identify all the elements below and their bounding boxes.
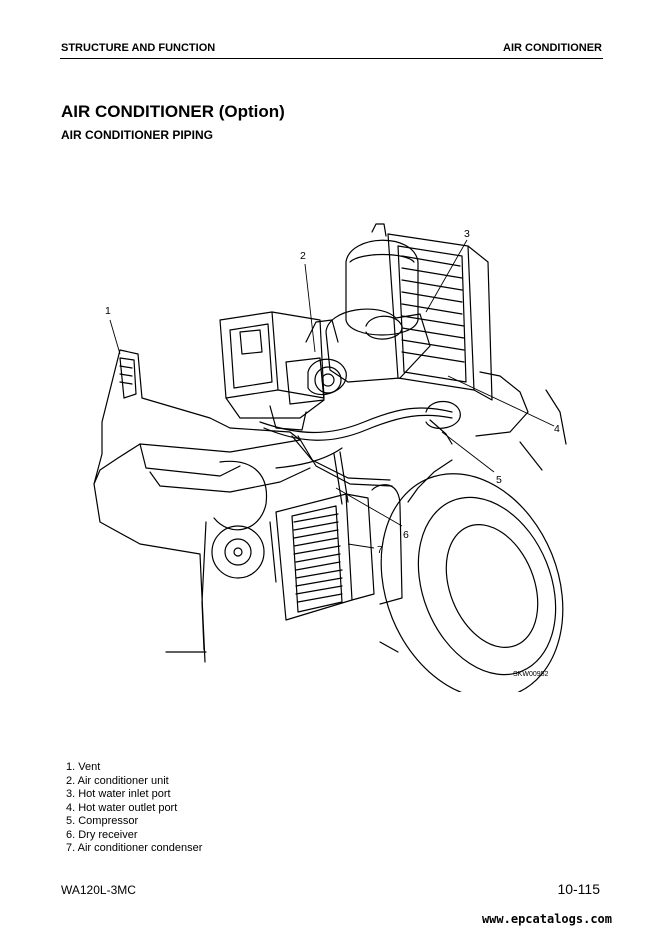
leader-line-3 [425,239,468,313]
page-subtitle: AIR CONDITIONER PIPING [61,128,214,142]
legend-item: 1. Vent [66,761,101,773]
footer-model: WA120L-3MC [61,883,136,897]
legend-item: 2. Air conditioner unit [66,774,169,787]
leader-line-7 [347,543,375,549]
callout-4: 4 [554,423,560,435]
legend-item: 6. Dry receiver [66,828,138,841]
leader-line-1 [109,319,121,355]
legend-item: 4. Hot water outlet port [66,801,178,814]
leader-line-4 [447,375,555,427]
header-rule [60,58,603,59]
leader-line-6 [335,487,403,527]
legend-item: 5. Compressor [66,815,139,827]
legend-item: 7. Air conditioner condenser [66,842,203,854]
watermark-link[interactable]: www.epcatalogs.com [481,912,612,926]
figure-code: SKW00952 [513,671,549,678]
illustration-svg: 1 2 3 4 5 6 7 [93,223,567,692]
callout-5: 5 [496,474,502,486]
header-section: STRUCTURE AND FUNCTION [61,42,216,54]
parts-legend: 1. Vent 2. Air conditioner unit 3. Hot w… [66,761,202,856]
leader-line-5 [441,431,495,473]
callout-7: 7 [377,544,383,556]
page-number: 10-115 [557,881,600,897]
engine-piping-illustration: 1 2 3 4 5 6 7 [80,222,580,692]
callout-6: 6 [403,529,409,541]
page-title: AIR CONDITIONER (Option) [61,102,285,121]
callout-2: 2 [300,250,306,262]
header-topic: AIR CONDITIONER [503,42,602,54]
leader-line-2 [304,263,316,353]
callout-3: 3 [464,228,470,240]
callout-1: 1 [105,305,111,317]
legend-item: 3. Hot water inlet port [66,788,171,800]
